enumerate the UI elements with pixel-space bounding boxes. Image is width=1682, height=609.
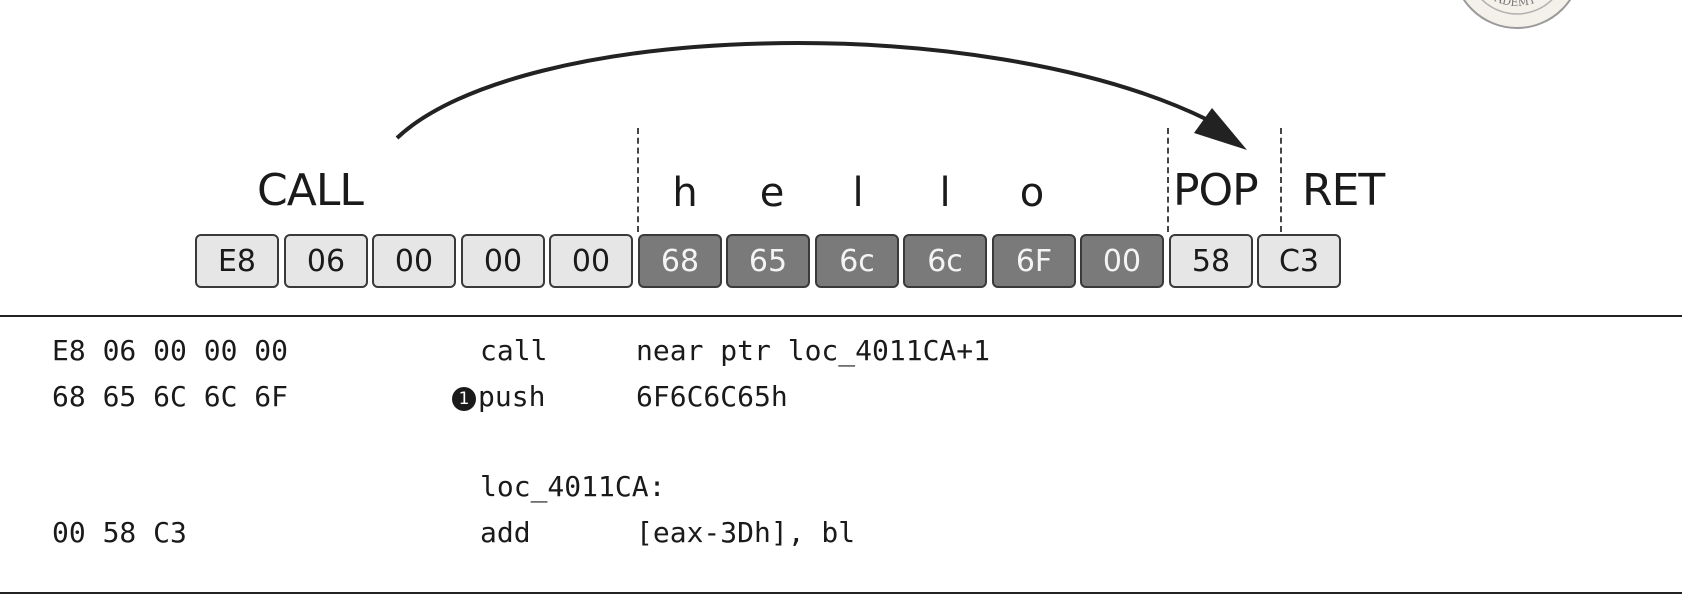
byte-box: 58 — [1169, 234, 1253, 288]
ret-divider — [1280, 128, 1282, 232]
byte-box: 00 — [1080, 234, 1164, 288]
byte-box: 00 — [549, 234, 633, 288]
byte-box: 6F — [992, 234, 1076, 288]
bottom-rule — [0, 592, 1682, 594]
row-2-mnemonic: push — [478, 380, 546, 413]
row-3-label: loc_4011CA: — [480, 470, 666, 503]
byte-box: 6c — [903, 234, 987, 288]
seal-text: ACADEMY OF — [1478, 0, 1556, 9]
row-4-bytes: 00 58 C3 — [52, 516, 187, 549]
byte-box: 65 — [726, 234, 810, 288]
string-start-divider — [637, 128, 639, 232]
ret-label: RET — [1302, 165, 1385, 216]
call-label: CALL — [257, 165, 364, 216]
arrow-head-icon — [1194, 108, 1247, 150]
char-label-e: e — [759, 170, 785, 216]
char-label-l1: l — [852, 170, 864, 216]
byte-box: C3 — [1257, 234, 1341, 288]
disassembly-listing: E8 06 00 00 00 call near ptr loc_4011CA+… — [0, 330, 1682, 590]
pop-label: POP — [1173, 165, 1259, 216]
byte-box: 00 — [372, 234, 456, 288]
byte-box: 6c — [815, 234, 899, 288]
callout-1-icon: 1 — [452, 387, 476, 411]
byte-box: E8 — [195, 234, 279, 288]
row-4-mnemonic: add — [480, 516, 531, 549]
row-2-operand: 6F6C6C65h — [636, 380, 788, 413]
row-1-bytes: E8 06 00 00 00 — [52, 334, 289, 367]
call-arrow — [395, 41, 1247, 150]
byte-box: 00 — [461, 234, 545, 288]
seal-logo: ACADEMY OF — [1432, 0, 1602, 32]
row-1-operand: near ptr loc_4011CA+1 — [636, 334, 991, 367]
byte-box: 06 — [284, 234, 368, 288]
pop-divider — [1167, 128, 1169, 232]
svg-text:ACADEMY OF: ACADEMY OF — [1478, 0, 1556, 9]
byte-box: 68 — [638, 234, 722, 288]
row-1-mnemonic: call — [480, 334, 548, 367]
char-label-o: o — [1019, 170, 1045, 216]
char-label-l2: l — [939, 170, 951, 216]
row-4-operand: [eax-3Dh], bl — [636, 516, 856, 549]
row-2-bytes: 68 65 6C 6C 6F — [52, 380, 289, 413]
char-label-h: h — [672, 170, 698, 216]
top-rule — [0, 315, 1682, 317]
